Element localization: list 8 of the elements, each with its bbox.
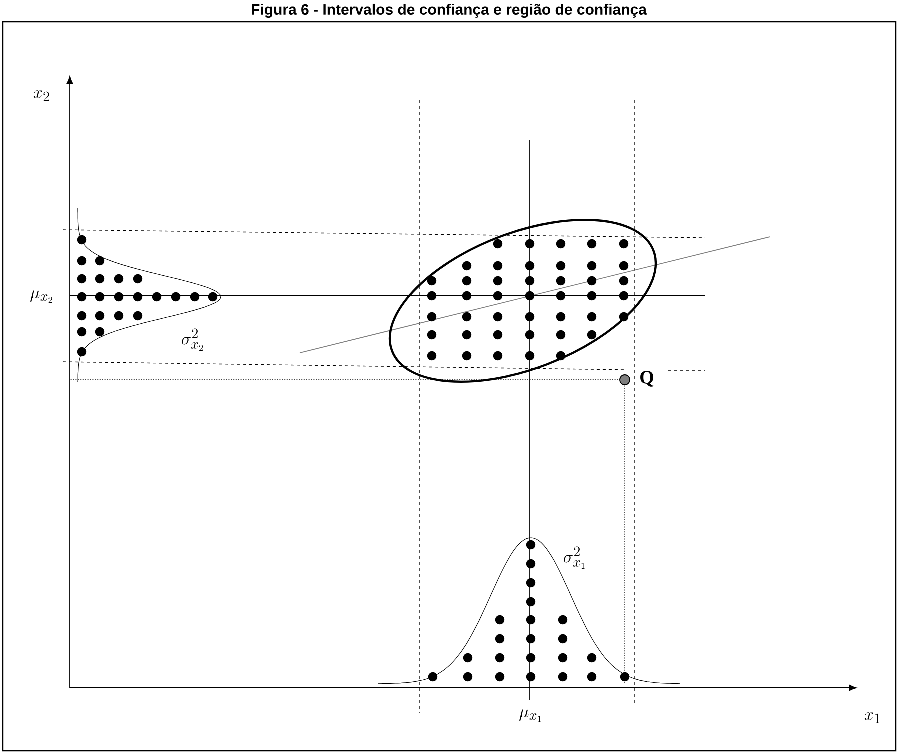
- axis-label: $x_2$: [34, 90, 50, 102]
- point-label: Q: [640, 371, 654, 387]
- variance-label: $\sigma_{x_2}^{2}$: [182, 328, 204, 351]
- mean-label: $\mu_{x_2}$: [30, 290, 52, 304]
- figure-title: Figura 6 - Intervalos de confiança e região de confiança: [252, 4, 648, 18]
- mean-label: $\mu_{x_1}$: [520, 710, 542, 722]
- variance-label: $\sigma_{x_1}^{2}$: [564, 546, 585, 569]
- axis-label: $x_1$: [864, 712, 880, 724]
